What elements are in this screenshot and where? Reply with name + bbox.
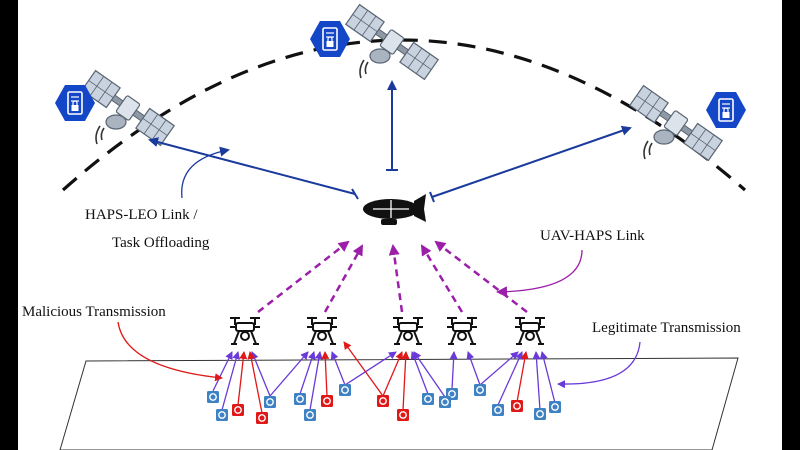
iot-device-icon [548, 400, 562, 414]
legitimate-link [539, 351, 556, 404]
uav-haps-link [388, 244, 404, 313]
malicious-link [321, 351, 330, 397]
iot-device-icon [303, 408, 317, 422]
malicious-link [247, 351, 263, 414]
link-tail-cap [351, 188, 359, 200]
satellite-icon [628, 84, 724, 162]
iot-device-icon [473, 383, 487, 397]
uav-haps-callout [496, 249, 583, 298]
legitimate-link [330, 351, 346, 386]
airship-icon [363, 194, 426, 225]
iot-device-icon [293, 392, 307, 406]
iot-device-icon [491, 403, 505, 417]
iot-device-icon [338, 383, 352, 397]
uav-haps-link [323, 244, 364, 313]
malicious-link [516, 351, 529, 403]
malicious-link [382, 351, 403, 397]
haps-leo-label-line1: HAPS-LEO Link / [85, 207, 198, 223]
malicious-device-icon [320, 394, 334, 408]
malicious-device-icon [396, 408, 410, 422]
iot-device-icon [533, 407, 547, 421]
right-border [782, 0, 800, 450]
malicious-device-icon [376, 394, 390, 408]
satellite-icon [80, 69, 176, 147]
legitimate-callout [557, 341, 641, 389]
legitimate-link [532, 351, 541, 411]
iot-device-icon [438, 395, 452, 409]
malicious-device-icon [231, 403, 245, 417]
haps-leo-label-line2: Task Offloading [112, 235, 210, 251]
legitimate-link [299, 351, 316, 395]
legitimate-link [479, 351, 519, 386]
drone-icon [392, 317, 424, 345]
uav-haps-label: UAV-HAPS Link [540, 228, 645, 244]
haps-leo-link [148, 137, 356, 195]
legitimate-label: Legitimate Transmission [592, 320, 741, 336]
malicious-device-icon [255, 411, 269, 425]
malicious-callout [117, 321, 223, 382]
legitimate-link [309, 351, 323, 411]
iot-device-icon [421, 392, 435, 406]
malicious-link [237, 351, 248, 406]
legitimate-link [413, 351, 446, 398]
malicious-device-icon [510, 399, 524, 413]
malicious-link [401, 351, 410, 411]
legitimate-link [449, 351, 458, 390]
haps-leo-link [431, 125, 632, 198]
legitimate-link [212, 351, 233, 392]
drone-icon [306, 317, 338, 345]
drone-icon [229, 317, 261, 345]
uav-haps-link [420, 244, 464, 313]
malicious-label: Malicious Transmission [22, 304, 166, 320]
link-tail-cap [429, 191, 435, 203]
iot-device-icon [206, 390, 220, 404]
iot-device-icon [215, 408, 229, 422]
uav-haps-link [257, 240, 350, 313]
malicious-link [343, 341, 384, 397]
ground-plane [59, 357, 739, 450]
left-border [0, 0, 18, 450]
haps-leo-callout [181, 146, 230, 199]
server-icon [309, 20, 351, 58]
drone-icon [514, 317, 546, 345]
legitimate-link [497, 351, 523, 406]
legitimate-link [221, 351, 240, 411]
legitimate-link [269, 351, 309, 397]
uav-haps-link [434, 240, 528, 313]
iot-device-icon [263, 395, 277, 409]
legitimate-link [466, 351, 481, 386]
drone-icon [446, 317, 478, 345]
server-icon [705, 91, 747, 129]
legitimate-link [344, 351, 397, 386]
